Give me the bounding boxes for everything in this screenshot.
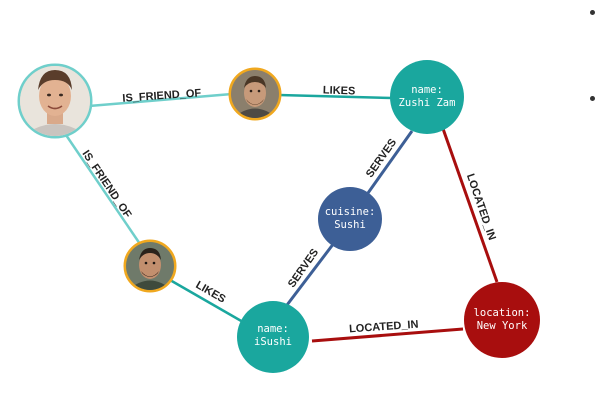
node-isushi-key: name: [257,323,289,335]
edge-located-isushi [311,327,464,343]
edge-serves-zushi [366,130,414,194]
node-new-york-value: New York [477,320,528,332]
edge-label-located-zushi: LOCATED_IN [464,172,498,242]
node-sushi-value: Sushi [334,219,366,231]
node-new-york-key: location: [474,307,531,319]
person-node-2 [228,67,282,121]
node-zushi-zam-value: Zushi Zam [399,97,456,109]
person-node-3 [123,239,177,293]
bullet-dot-1 [590,10,595,15]
edge-likes-zushi [278,93,393,100]
edge-friend-1 [88,92,233,108]
edge-serves-isushi [285,242,336,306]
node-new-york: location: New York [464,282,540,358]
person-avatar-1-icon [20,66,90,136]
bullet-dot-2 [590,96,595,101]
edge-label-friend-2: IS_FRIEND_OF [79,148,133,220]
edge-likes-isushi [169,278,244,324]
edge-located-zushi [439,122,499,283]
edge-label-likes-zushi: LIKES [323,84,356,97]
edge-friend-2 [64,134,142,245]
edge-label-located-isushi: LOCATED_IN [349,319,419,336]
edge-label-likes-isushi: LIKES [193,279,227,306]
node-isushi: name: iSushi [237,301,309,373]
node-sushi: cuisine: Sushi [318,187,382,251]
node-isushi-value: iSushi [254,336,292,348]
node-sushi-key: cuisine: [325,206,376,218]
node-zushi-zam-key: name: [411,84,443,96]
person-node-1 [17,63,93,139]
node-zushi-zam: name: Zushi Zam [390,60,464,134]
edge-label-friend-1: IS_FRIEND_OF [122,87,202,104]
